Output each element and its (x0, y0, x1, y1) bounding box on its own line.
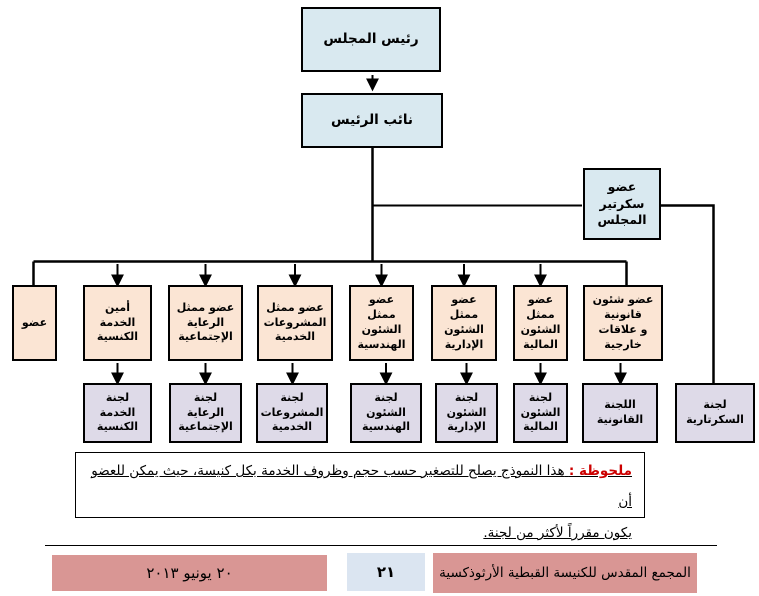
footer-organization: المجمع المقدس للكنيسة القبطية الأرثوذكسي… (433, 553, 697, 593)
footer-divider (45, 545, 717, 546)
member-box-2: أمين الخدمة الكنسية (83, 285, 152, 361)
member-box-4: عضو ممثل المشروعات الخدمية (257, 285, 333, 361)
member-box-5: عضو ممثل الشئون الهندسية (349, 285, 414, 361)
note-text-line2: يكون مقرراً لأكثر من لجنة. (483, 525, 632, 541)
member-box-6: عضو ممثل الشئون الإدارية (431, 285, 497, 361)
committee-box-2: لجنة الرعاية الإجتماعية (169, 383, 242, 443)
committee-box-8: لجنة السكرتارية (675, 383, 755, 443)
vice-president-box: نائب الرئيس (301, 93, 443, 148)
connector-secretary-to-committee (661, 204, 715, 384)
footer-page-number: ٢١ (347, 553, 425, 591)
committee-box-1: لجنة الخدمة الكنسية (83, 383, 152, 443)
footer-date: ٢٠ يونيو ٢٠١٣ (52, 555, 327, 591)
member-box-7: عضو ممثل الشئون المالية (513, 285, 568, 361)
committee-box-4: لجنة الشئون الهندسية (350, 383, 422, 443)
committee-box-6: لجنة الشئون المالية (513, 383, 568, 443)
note-label: ملحوظة : (568, 463, 632, 479)
president-box: رئيس المجلس (301, 7, 441, 72)
committee-box-5: لجنة الشئون الإدارية (435, 383, 498, 443)
member-box-3: عضو ممثل الرعاية الإجتماعية (168, 285, 243, 361)
committee-box-3: لجنة المشروعات الخدمية (256, 383, 328, 443)
secretary-box: عضو سكرتير المجلس (583, 168, 661, 240)
note-box: ملحوظة : هذا النموذج يصلح للتصغير حسب حج… (75, 452, 645, 541)
member-box-8: عضو شئون قانونية و علاقات خارجية (583, 285, 663, 361)
member-box-1: عضو (12, 285, 57, 361)
committee-box-7: اللجنة القانونية (582, 383, 658, 443)
note-text-line1: هذا النموذج يصلح للتصغير حسب حجم وظروف ا… (91, 463, 632, 510)
